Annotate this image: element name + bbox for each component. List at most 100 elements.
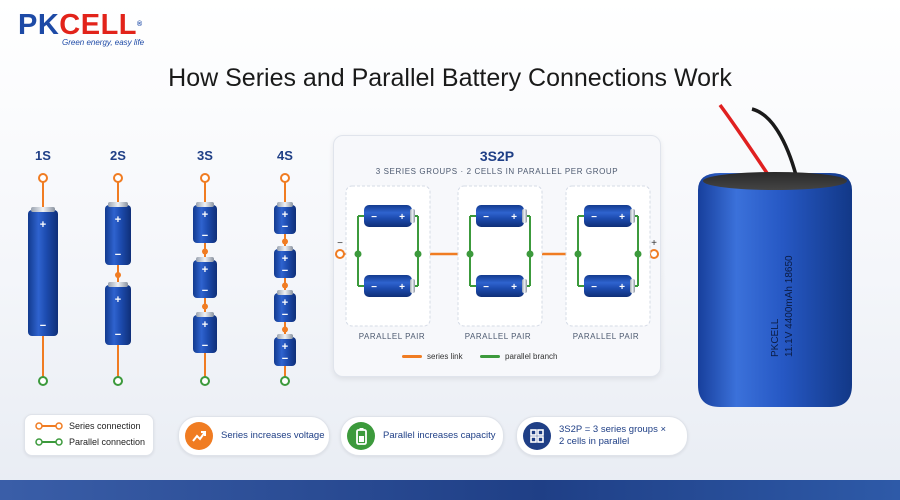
cell-4s-1: +− [274,202,296,234]
positive-sign: + [399,282,405,293]
positive-sign: + [282,297,288,309]
brand-trademark: ® [137,21,143,28]
panel-title: 3S2P [479,148,515,164]
negative-terminal [200,376,210,386]
3s2p-diagram: −+−+−+−+−+−+−+ [335,185,659,327]
pack-top [703,172,847,190]
positive-sign: + [511,282,517,293]
cell-body [476,205,524,227]
key-parallel-row: Parallel connection [35,437,145,447]
cell-body [364,275,412,297]
parallel-group-2: −+−+ [457,185,543,327]
cell-4s-2: +− [274,246,296,278]
pack-cell-2-1: −+ [476,205,527,227]
pack-cell-2-2: −+ [476,275,527,297]
negative-sign: − [282,221,288,233]
battery-pack: PKCELL 11.1V 4400mAh 18650 [698,103,852,407]
column-label-2s: 2S [110,148,126,163]
series-junction [282,282,288,289]
positive-sign: + [40,219,46,231]
parallel-pair-label-3: PARALLEL PAIR [572,332,640,341]
legend-parallel-branch-label: parallel branch [505,352,558,361]
pack-cell-1-1: −+ [364,205,415,227]
grid-icon [523,422,551,450]
cell-1s-1: +− [28,207,58,336]
group-node-right [634,250,642,258]
key-series-row: Series connection [35,421,141,431]
cell-body [364,205,412,227]
cell-body [274,249,296,278]
cell-cap [522,279,527,293]
negative-sign: − [202,230,208,242]
series-key-swatch [35,422,63,430]
key-parallel-label: Parallel connection [69,437,146,447]
positive-sign: + [115,294,121,306]
brand-logo: PKCELL® Green energy, easy life [18,10,178,54]
cell-body [28,210,58,336]
positive-sign: + [619,282,625,293]
negative-sign: − [371,212,377,223]
connection-key: Series connection Parallel connection [24,414,154,456]
parallel-key-swatch [35,438,63,446]
negative-sign: − [483,282,489,293]
parallel-branch-swatch [480,355,500,358]
info-pill-3s2p-text: 3S2P = 3 series groups × 2 cells in para… [559,424,666,448]
negative-sign: − [282,309,288,321]
cell-body [584,205,632,227]
cell-cap [108,202,128,207]
negative-sign: − [591,212,597,223]
cell-body [476,275,524,297]
negative-sign: − [115,249,121,261]
page-title: How Series and Parallel Battery Connecti… [168,64,732,92]
black-wire [751,107,800,184]
cell-3s-3: +− [193,312,217,353]
negative-sign: − [202,340,208,352]
cell-3s-1: +− [193,202,217,243]
key-series-label: Series connection [69,421,141,431]
legend-series-link-label: series link [427,352,463,361]
cell-4s-3: +− [274,290,296,322]
positive-sign: + [115,214,121,226]
legend-parallel-branch: parallel branch [480,352,557,361]
positive-sign: + [202,319,208,331]
cell-cap [277,334,293,339]
group-node-right [526,250,534,258]
positive-sign: + [282,253,288,265]
parallel-group-1: −+−+ [345,185,431,327]
info-pill-3s2p-line1: 3S2P = 3 series groups × [559,424,667,435]
negative-sign: − [282,265,288,277]
parallel-group-3: −+−+ [565,185,651,327]
negative-sign: − [591,282,597,293]
cell-cap [196,257,214,262]
cell-body [274,205,296,234]
series-column-1s: +− [28,173,58,386]
panel-subtitle: 3 SERIES GROUPS · 2 CELLS IN PARALLEL PE… [375,167,619,176]
column-label-4s: 4S [277,148,293,163]
series-junction [282,238,288,245]
legend-series-link: series link [402,352,463,361]
positive-sign: + [202,209,208,221]
parallel-pair-label-2: PARALLEL PAIR [464,332,532,341]
brand-name-part2: CELL [59,9,138,41]
series-link-swatch [402,355,422,358]
cell-4s-4: +− [274,334,296,366]
pack-brand-text: PKCELL [770,318,781,357]
cell-cap [277,290,293,295]
info-pill-3s2p: 3S2P = 3 series groups × 2 cells in para… [516,416,688,456]
negative-sign: − [371,282,377,293]
pack-wrap [698,173,852,407]
cell-cap [31,207,55,212]
cell-cap [410,279,415,293]
cell-cap [630,209,635,223]
column-label-3s: 3S [197,148,213,163]
series-column-3s: +−+−+− [193,173,217,386]
cell-cap [630,279,635,293]
group-node-left [574,250,582,258]
cell-cap [108,282,128,287]
series-junction [282,326,288,333]
pack-cell-1-2: −+ [364,275,415,297]
info-pill-3s2p-line2: 2 cells in parallel [559,436,630,447]
negative-sign: − [40,320,46,332]
group-node-right [414,250,422,258]
